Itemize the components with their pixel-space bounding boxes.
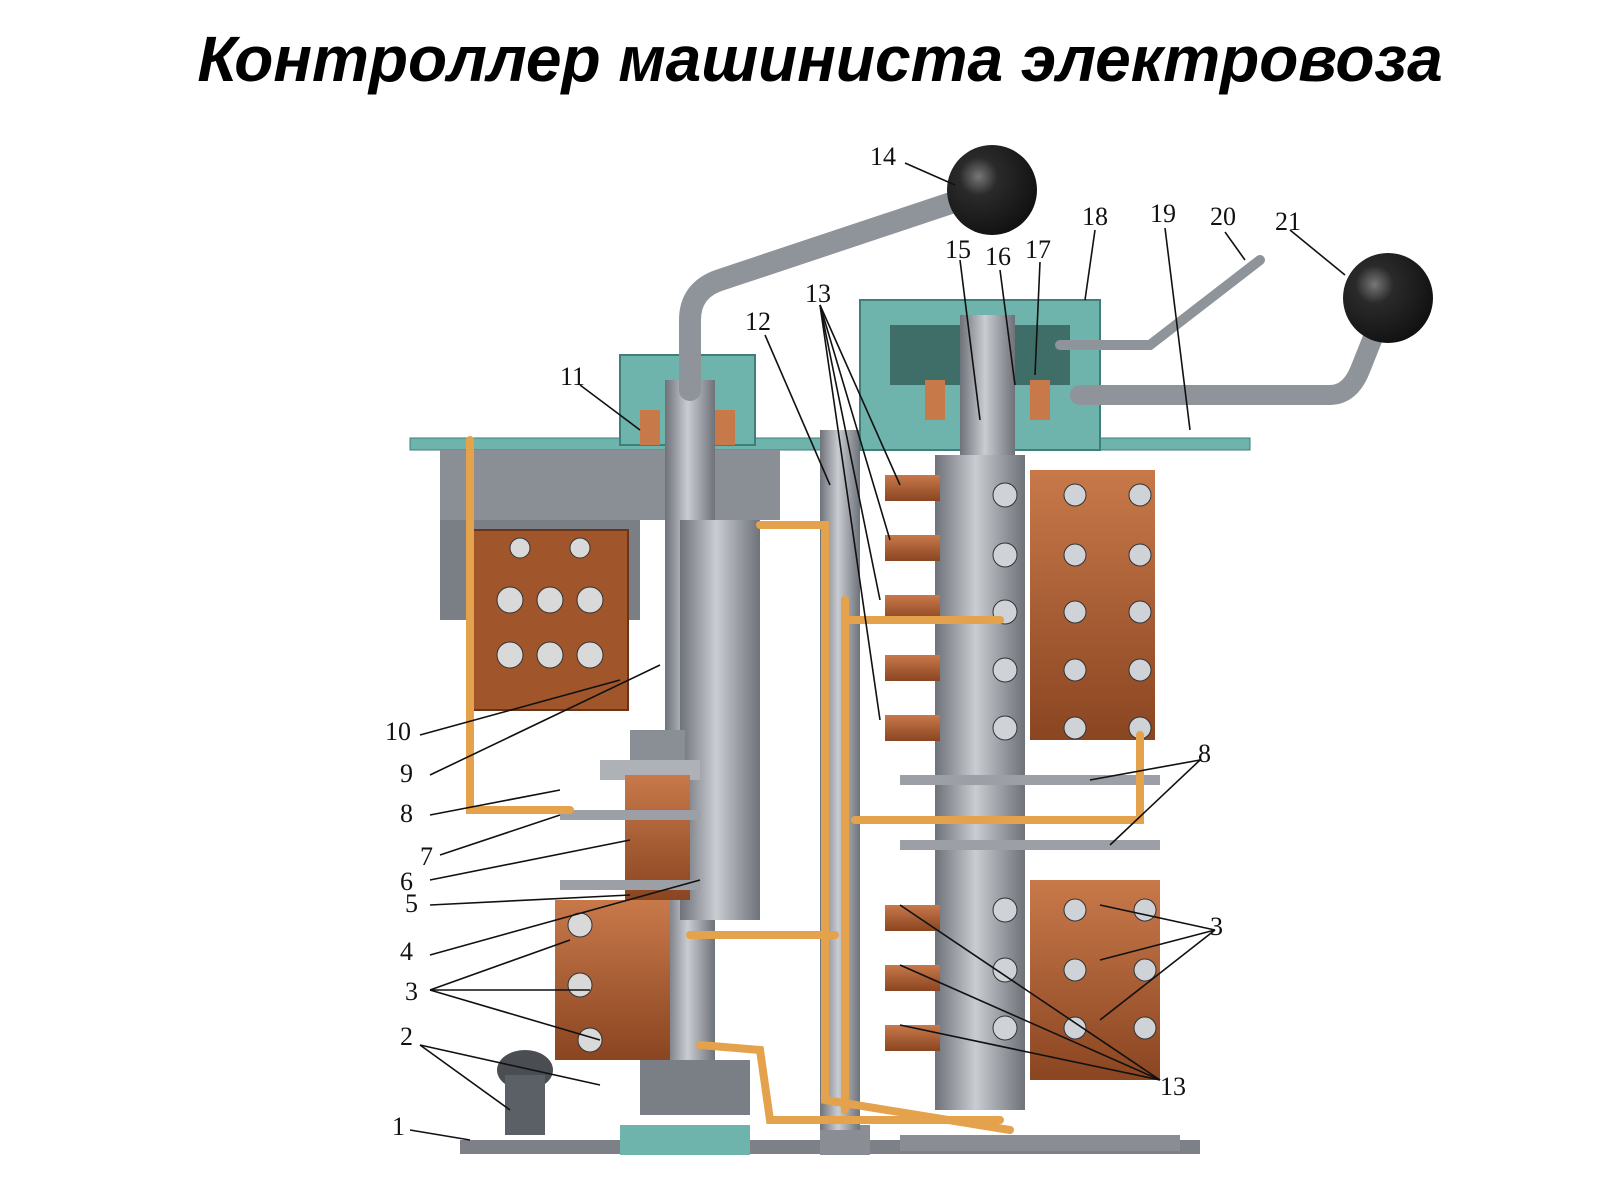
base-plate	[460, 1125, 1200, 1155]
bottom-switch	[497, 1050, 553, 1135]
callout-lines	[409, 162, 1346, 1141]
label-16: 16	[985, 242, 1011, 271]
label-7: 7	[420, 842, 433, 871]
page-title: Контроллер машиниста электровоза	[197, 23, 1443, 95]
label-2: 2	[400, 1022, 413, 1051]
label-8-right: 8	[1198, 739, 1211, 768]
label-4: 4	[400, 937, 413, 966]
label-11: 11	[560, 362, 585, 391]
label-15: 15	[945, 235, 971, 264]
right-cam-stack-lower	[885, 775, 1160, 1080]
label-3-right: 3	[1210, 912, 1223, 941]
left-terminal-block	[467, 529, 629, 711]
wiring	[466, 436, 1144, 1134]
left-shaft-sleeve	[680, 520, 760, 920]
callout-labels: 1 2 3 4 5 6 7 8 9 10 11 12 13 14 15 16 1…	[385, 142, 1301, 1141]
label-17: 17	[1025, 235, 1051, 264]
label-20: 20	[1210, 202, 1236, 231]
label-13-top: 13	[805, 279, 831, 308]
label-19: 19	[1150, 199, 1176, 228]
right-cam-stack-upper	[885, 470, 1155, 741]
label-12: 12	[745, 307, 771, 336]
main-handle	[679, 145, 1037, 401]
label-6: 6	[400, 867, 413, 896]
reverser-handle	[1055, 253, 1433, 405]
label-1: 1	[392, 1112, 405, 1141]
label-10: 10	[385, 717, 411, 746]
label-8-left: 8	[400, 799, 413, 828]
right-bearing-housing	[859, 299, 1101, 455]
left-cam-drum	[555, 730, 750, 1115]
label-9: 9	[400, 759, 413, 788]
label-14: 14	[870, 142, 896, 171]
label-5: 5	[405, 889, 418, 918]
label-18: 18	[1082, 202, 1108, 231]
label-13-bottom: 13	[1160, 1072, 1186, 1101]
label-3-left: 3	[405, 977, 418, 1006]
label-21: 21	[1275, 207, 1301, 236]
